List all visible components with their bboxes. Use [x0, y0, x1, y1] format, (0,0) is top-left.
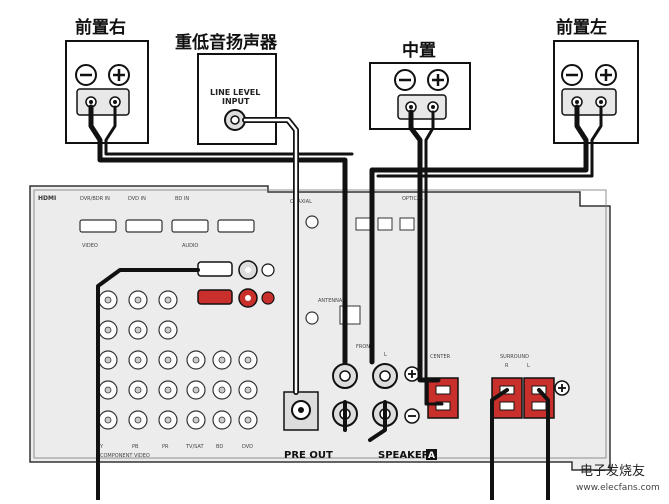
component-video-label: COMPONENT VIDEO [100, 453, 150, 459]
av-receiver-rear-panel: HDMI DVR/BDR IN DVD IN BD IN COAXIAL OPT… [29, 185, 611, 471]
hdmi-port-icon [217, 219, 255, 233]
audio-col-2-label: BD [216, 444, 223, 450]
binding-post-plate [76, 88, 130, 116]
hdmi-port-icon [171, 219, 209, 233]
rca-jack-center-icon [192, 386, 200, 394]
rca-jack-center-icon [164, 416, 172, 424]
coaxial-jack-icon [305, 215, 319, 229]
center-terminal-block [427, 377, 459, 419]
rca-jack-center-icon [192, 416, 200, 424]
component-y-label: Y [99, 444, 104, 450]
rca-jack-center-icon [104, 326, 112, 334]
front-left-speaker [553, 40, 639, 144]
rca-jack-center-icon [218, 386, 226, 394]
speakers-badge [426, 449, 437, 460]
line-level-label: LINE LEVEL [210, 88, 260, 97]
hdmi-input-3-label: BD IN [175, 196, 189, 202]
rca-jack-center-icon [164, 386, 172, 394]
hdmi-input-2-label: DVD IN [128, 196, 146, 202]
audio-label: AUDIO [182, 243, 198, 249]
subwoofer-label: 重低音扬声器 [175, 32, 278, 53]
white-rca-plug-icon [197, 261, 233, 277]
binding-post-plate [561, 88, 617, 116]
hdmi-port-icon [125, 219, 163, 233]
center-speaker [369, 62, 471, 130]
audio-col-1-label: TV/SAT [185, 444, 204, 450]
rca-jack-center-icon [134, 386, 142, 394]
front-left-label: 前置左 [556, 17, 607, 38]
rca-jack-center-icon [192, 356, 200, 364]
watermark-url: www.elecfans.com [576, 483, 660, 493]
pre-out-label: PRE OUT [284, 450, 333, 461]
optical-port-icon [377, 217, 393, 231]
hdmi-label: HDMI [38, 195, 56, 202]
red-rca-plug-icon [197, 289, 233, 305]
rca-jack-center-icon [104, 416, 112, 424]
rca-jack-center-icon [244, 356, 252, 364]
audio-col-3-label: DVD [242, 444, 253, 450]
optical-label: OPTICAL [402, 196, 423, 202]
center-terminal-label: CENTER [430, 354, 451, 360]
video-label: VIDEO [82, 243, 98, 249]
surround-r-label: R [505, 363, 509, 369]
speakers-label: SPEAKERS [378, 450, 437, 461]
center-label: 中置 [402, 40, 436, 61]
coaxial-label: COAXIAL [290, 199, 312, 205]
speakers-badge-letter: A [428, 451, 435, 461]
rca-jack-center-icon [104, 386, 112, 394]
rca-jack-center-icon [164, 356, 172, 364]
speaker-cables [88, 104, 603, 502]
rca-jack-center-icon [104, 356, 112, 364]
rca-jack-center-icon [134, 356, 142, 364]
hdmi-input-1-label: DVR/BDR IN [80, 196, 110, 202]
surround-l-label: L [527, 363, 530, 369]
watermark-brand: 电子发烧友 [580, 463, 645, 479]
front-label: FRONT [356, 344, 374, 350]
watermark: 电子发烧友 www.elecfans.com [576, 463, 660, 493]
rca-jack-center-icon [164, 296, 172, 304]
front-l-label: L [384, 352, 387, 358]
rca-jack-center-icon [244, 416, 252, 424]
rca-jack-center-icon [134, 416, 142, 424]
surround-label: SURROUND [500, 354, 529, 360]
rca-jack-center-icon [104, 296, 112, 304]
hdmi-port-icon [79, 219, 117, 233]
rca-jack-grid [98, 290, 258, 430]
am-antenna-jack-icon [305, 311, 319, 325]
rca-jack-center-icon [218, 356, 226, 364]
front-right-speaker [65, 40, 149, 144]
rca-jack-center-icon [244, 386, 252, 394]
rca-jack-center-icon [134, 326, 142, 334]
component-pr-label: PR [162, 444, 169, 450]
binding-post-plate [397, 94, 447, 120]
front-right-label: 前置右 [75, 17, 126, 38]
rca-jack-center-icon [164, 326, 172, 334]
optical-port-icon [355, 217, 371, 231]
input-label: INPUT [222, 97, 250, 106]
component-pb-label: PB [132, 444, 139, 450]
subwoofer-box: LINE LEVEL INPUT [197, 53, 277, 145]
rca-jack-center-icon [134, 296, 142, 304]
antenna-label: ANTENNA [318, 298, 343, 304]
optical-port-icon [399, 217, 415, 231]
rca-jack-center-icon [218, 416, 226, 424]
